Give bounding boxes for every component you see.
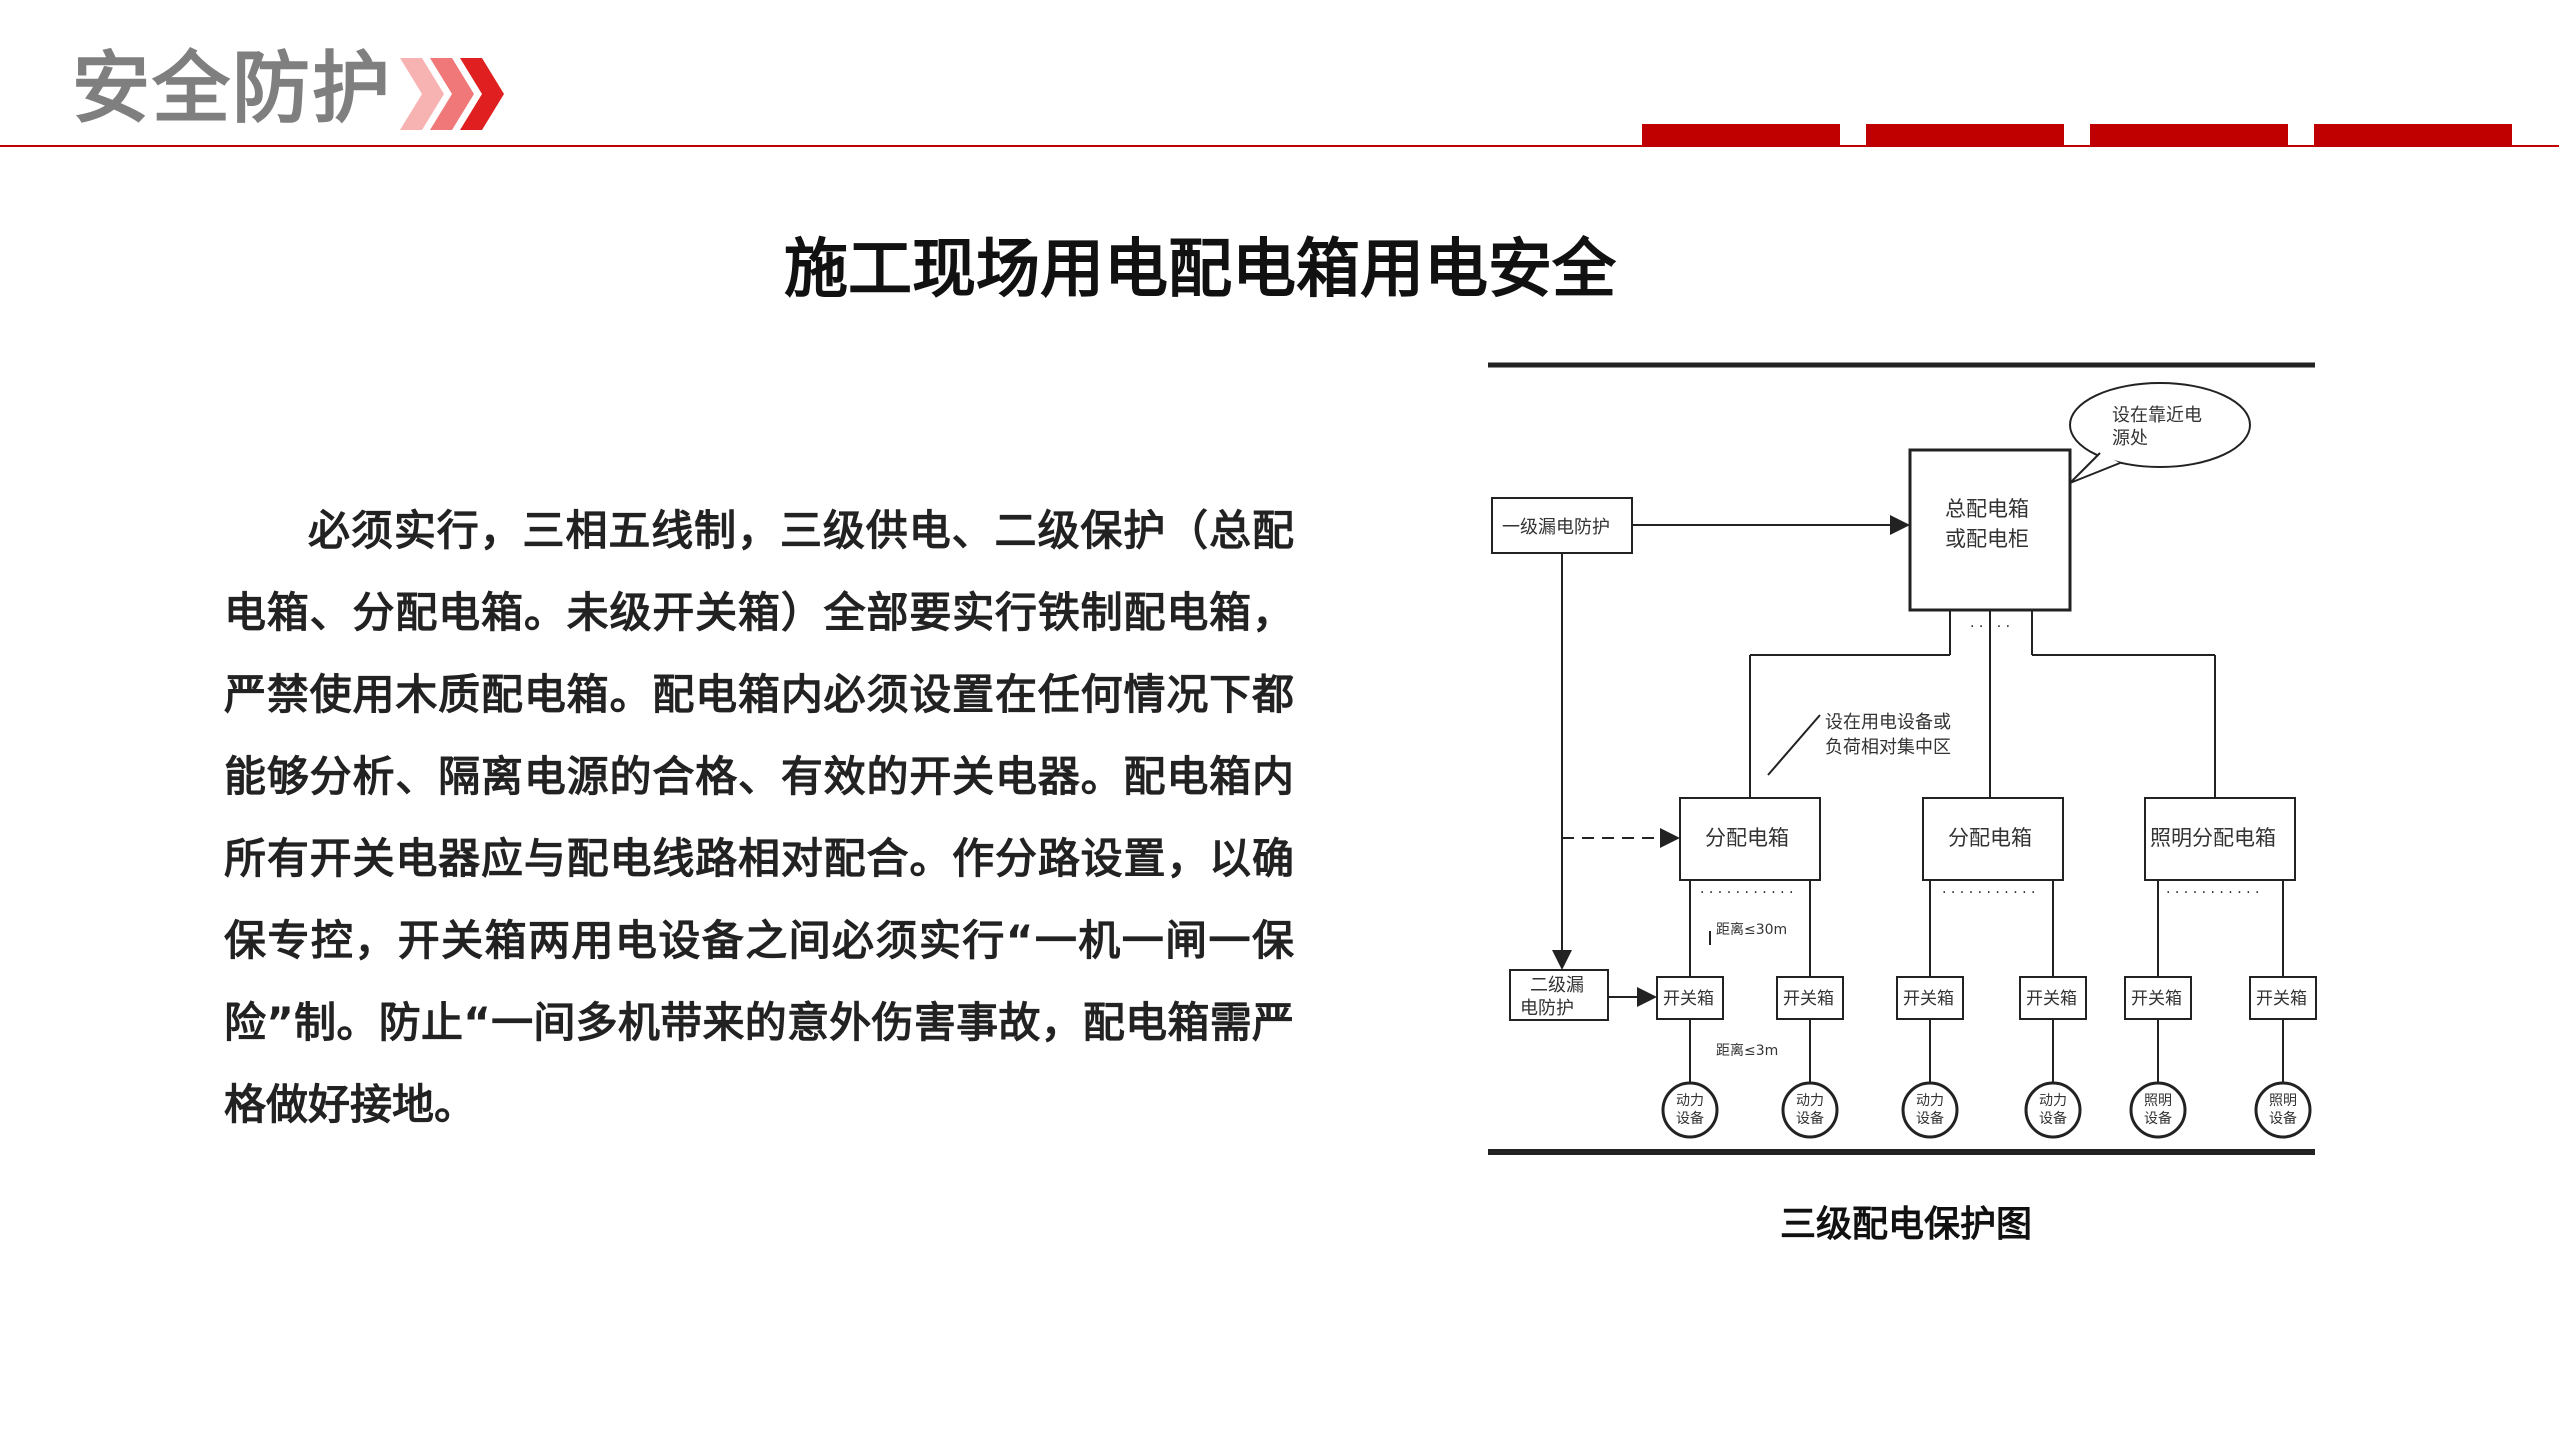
dist-box-label: 分配电箱 [1705, 826, 1789, 850]
dist-box-label: 照明分配电箱 [2150, 826, 2276, 850]
device-label: 照明 [2144, 1093, 2172, 1109]
main-box-label: 总配电箱 [1945, 497, 2029, 521]
device-label: 设备 [1676, 1110, 1704, 1127]
note-text: 设在用电设备或 [1825, 712, 1951, 733]
switch-box-label: 开关箱 [2256, 989, 2307, 1009]
secondary-protection-label: 电防护 [1520, 998, 1574, 1019]
device-label: 设备 [2039, 1110, 2067, 1127]
svg-text:· · · · · · · · · · ·: · · · · · · · · · · · [1942, 885, 2035, 901]
header-accent-bar [2314, 124, 2512, 146]
device-label: 设备 [1796, 1110, 1824, 1127]
diagram-caption: 三级配电保护图 [1780, 1204, 2033, 1245]
page-title: 施工现场用电配电箱用电安全 [784, 233, 1616, 307]
header-accent-bar [1642, 124, 1840, 146]
secondary-protection-label: 二级漏 [1530, 975, 1584, 996]
device-label: 设备 [2269, 1110, 2297, 1127]
switch-box-label: 开关箱 [1903, 989, 1954, 1009]
dist-box-label: 分配电箱 [1948, 826, 2032, 850]
distance-3-label: 距离≤3m [1716, 1042, 1778, 1059]
header-accent-bar [2090, 124, 2288, 146]
header-title: 安全防护 [72, 44, 393, 134]
device-label: 设备 [2144, 1110, 2172, 1127]
device-label: 设备 [1916, 1110, 1944, 1127]
device-label: 照明 [2269, 1093, 2297, 1109]
distribution-diagram: · · · · · · · · · · · · · · · · · · · · … [1488, 362, 2317, 1155]
note-text: 负荷相对集中区 [1825, 737, 1951, 758]
device-label: 动力 [1796, 1093, 1824, 1109]
header-divider [0, 145, 2559, 147]
header-accent-bar [1866, 124, 2064, 146]
main-box-label: 或配电柜 [1945, 527, 2029, 551]
switch-box-label: 开关箱 [2131, 989, 2182, 1009]
device-label: 动力 [1676, 1093, 1704, 1109]
device-label: 动力 [1916, 1093, 1944, 1109]
svg-text:· · · · · · · · · · ·: · · · · · · · · · · · [2166, 885, 2259, 901]
svg-text:· · · · · · · · · · ·: · · · · · · · · · · · [1700, 885, 1793, 901]
svg-text:· · · · ·: · · · · · [1970, 619, 2010, 635]
bubble-text: 设在靠近电 [2112, 405, 2202, 426]
switch-box-label: 开关箱 [1663, 989, 1714, 1009]
body-paragraph: 必须实行，三相五线制，三级供电、二级保护（总配电箱、分配电箱。未级开关箱）全部要… [224, 506, 1294, 1129]
bubble-text: 源处 [2112, 428, 2148, 449]
device-label: 动力 [2039, 1093, 2067, 1109]
switch-box-label: 开关箱 [2026, 989, 2077, 1009]
chevron-arrows-icon [400, 58, 504, 130]
distance-30-label: 距离≤30m [1716, 921, 1787, 938]
primary-protection-label: 一级漏电防护 [1502, 517, 1610, 538]
switch-box-label: 开关箱 [1783, 989, 1834, 1009]
